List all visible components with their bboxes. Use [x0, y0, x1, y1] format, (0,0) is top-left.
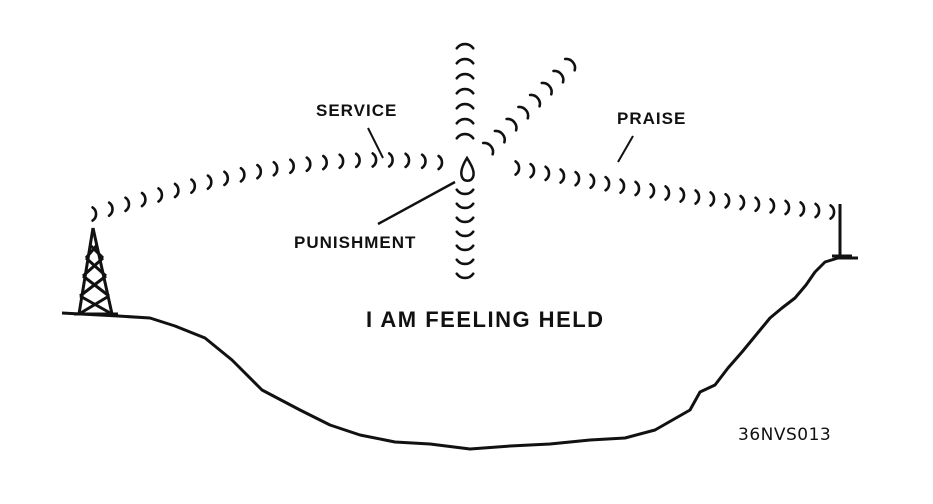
- signal-waves-left: [91, 152, 444, 222]
- wave-arc: [173, 182, 180, 199]
- wave-arc: [420, 153, 427, 170]
- signal-waves-diagonal: [481, 57, 577, 156]
- wave-arc: [544, 165, 551, 182]
- wave-arc: [754, 196, 761, 213]
- wave-arc: [289, 158, 295, 175]
- wave-arc: [505, 117, 518, 132]
- punishment-leader-line: [377, 180, 456, 226]
- wave-arc: [604, 175, 611, 192]
- wave-arc: [784, 199, 791, 216]
- wave-arc: [305, 156, 312, 173]
- wave-arc: [563, 57, 577, 72]
- wave-arc: [619, 178, 626, 194]
- wave-arc: [455, 244, 475, 252]
- wave-arc: [694, 189, 701, 205]
- praise-leader-line: [617, 135, 634, 163]
- figure-code: 36NVS013: [738, 425, 831, 445]
- wave-arc: [709, 191, 716, 207]
- wave-arc: [769, 198, 776, 214]
- receiver-antenna: [832, 204, 852, 258]
- wave-arc: [256, 163, 263, 180]
- wave-arc: [455, 57, 475, 65]
- wave-arc: [552, 69, 565, 84]
- wave-arc: [206, 174, 213, 190]
- wave-arc: [574, 170, 581, 187]
- valley-ground-line: [61, 256, 858, 451]
- wave-arc: [455, 87, 475, 95]
- signal-waves-right: [514, 160, 836, 220]
- signal-waves-vertical: [455, 42, 475, 280]
- wave-arc: [157, 187, 164, 203]
- punishment-label: PUNISHMENT: [294, 233, 416, 252]
- wave-arc: [124, 196, 131, 213]
- wave-arc: [528, 93, 542, 108]
- wave-arc: [481, 141, 495, 156]
- wave-arc: [493, 129, 506, 144]
- wave-arc: [455, 102, 475, 110]
- wave-arc: [664, 185, 671, 201]
- wave-arc: [455, 132, 475, 140]
- wave-arc: [724, 192, 731, 209]
- wave-arc: [634, 180, 641, 197]
- wave-arc: [455, 42, 475, 50]
- wave-arc: [799, 201, 806, 217]
- service-label: SERVICE: [316, 101, 397, 120]
- transmitter-tower: [74, 227, 118, 316]
- wave-arc: [371, 152, 378, 168]
- wave-arc: [404, 152, 411, 169]
- wave-arc: [107, 201, 114, 217]
- wave-arc: [679, 187, 686, 203]
- wave-arc: [455, 216, 475, 224]
- wave-arc: [223, 170, 230, 187]
- wave-arc: [455, 272, 475, 280]
- center-droplet-node: [459, 155, 475, 182]
- wave-arc: [559, 168, 566, 184]
- wave-arc: [649, 182, 656, 199]
- wave-arc: [455, 117, 475, 125]
- caption-text: I AM FEELING HELD: [366, 307, 605, 332]
- wave-arc: [455, 188, 475, 196]
- wave-arc: [455, 258, 475, 266]
- wave-arc: [517, 105, 530, 120]
- wave-arc: [354, 152, 361, 169]
- wave-arc: [140, 191, 147, 208]
- wave-arc: [455, 230, 475, 238]
- wave-arc: [91, 206, 98, 222]
- wave-arc: [529, 162, 536, 179]
- wave-arc: [455, 202, 475, 210]
- service-leader-line: [367, 127, 384, 159]
- wave-arc: [190, 178, 197, 194]
- wave-arc: [387, 152, 394, 168]
- wave-arc: [338, 153, 345, 170]
- wave-arc: [540, 81, 553, 96]
- wave-arc: [514, 160, 521, 176]
- praise-label: PRAISE: [617, 109, 686, 128]
- wave-arc: [455, 72, 475, 80]
- wave-arc: [272, 160, 279, 177]
- wave-arc: [322, 154, 328, 171]
- wave-arc: [239, 166, 246, 183]
- wave-arc: [739, 194, 746, 211]
- wave-arc: [437, 154, 444, 171]
- wave-arc: [589, 173, 596, 190]
- wave-arc: [829, 204, 836, 220]
- wave-arc: [814, 202, 821, 219]
